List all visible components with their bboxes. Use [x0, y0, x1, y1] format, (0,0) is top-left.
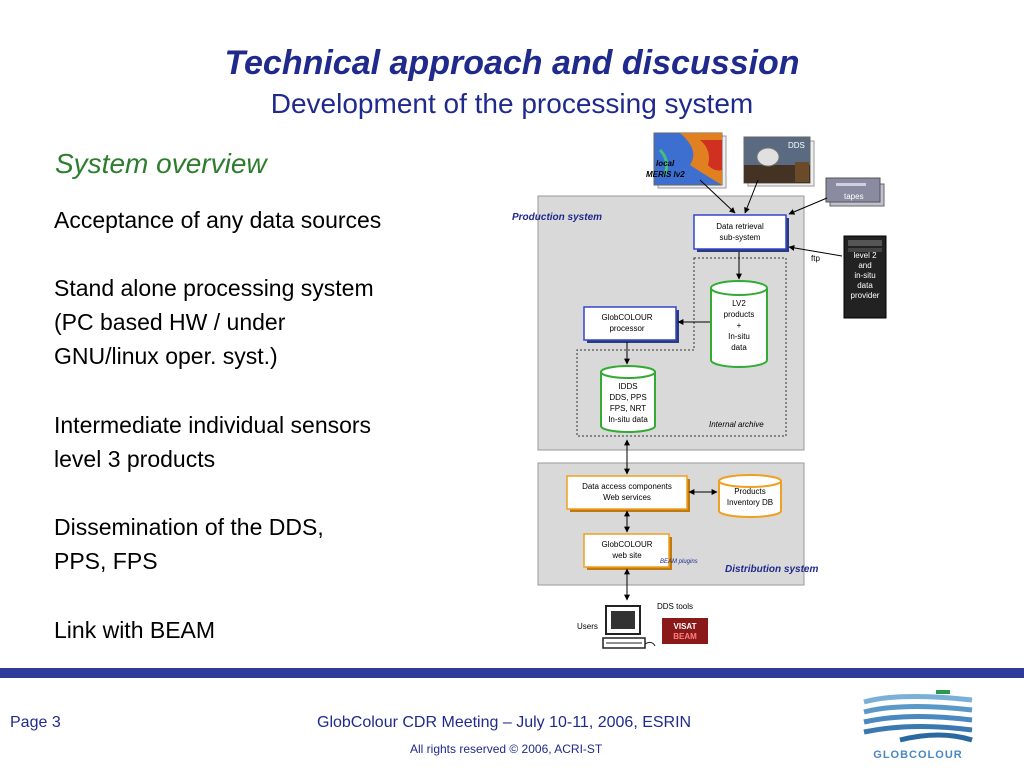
beam-plugins-label: BEAM plugins	[660, 559, 698, 565]
svg-text:local: local	[656, 159, 675, 168]
svg-text:Products: Products	[734, 487, 766, 496]
svg-text:DDS: DDS	[788, 141, 805, 150]
svg-text:GlobCOLOUR: GlobCOLOUR	[601, 313, 652, 322]
products-inventory-cylinder: Products Inventory DB	[718, 474, 782, 518]
svg-text:BEAM: BEAM	[673, 632, 697, 641]
bullet-item: Link with BEAM	[54, 613, 215, 647]
svg-text:Web services: Web services	[603, 493, 651, 502]
users-computer-icon	[602, 605, 656, 649]
diagram-arrows	[624, 179, 843, 601]
bullet-item: Intermediate individual sensors level 3 …	[54, 408, 371, 476]
bullet-line: Dissemination of the DDS,	[54, 514, 324, 540]
svg-text:processor: processor	[609, 324, 644, 333]
svg-text:sub-system: sub-system	[720, 233, 761, 242]
svg-text:In-situ data: In-situ data	[608, 415, 648, 424]
lv2-products-cylinder: LV2 products + In-situ data	[710, 280, 768, 368]
svg-text:Data retrieval: Data retrieval	[716, 222, 764, 231]
svg-text:Data access components: Data access components	[582, 482, 672, 491]
section-heading: System overview	[55, 148, 267, 179]
bullet-line: Intermediate individual sensors	[54, 412, 372, 438]
footer-bar	[0, 668, 1024, 678]
svg-text:IDDS: IDDS	[618, 382, 637, 391]
svg-text:MERIS lv2: MERIS lv2	[646, 170, 685, 179]
svg-text:DDS, PPS: DDS, PPS	[609, 393, 646, 402]
bullet-line: PPS, FPS	[54, 548, 158, 574]
bullet-line: GNU/linux oper. syst.)	[54, 343, 278, 369]
distribution-system-label: Distribution system	[725, 564, 818, 575]
svg-text:LV2: LV2	[732, 299, 746, 308]
svg-text:data: data	[857, 281, 873, 290]
idds-cylinder: IDDS DDS, PPS FPS, NRT In-situ data	[600, 365, 656, 433]
bullet-line: Acceptance of any data sources	[54, 207, 382, 233]
tapes-image: tapes	[825, 177, 885, 207]
svg-text:tapes: tapes	[844, 192, 864, 201]
internal-archive-region	[576, 257, 787, 437]
users-label: Users	[577, 622, 598, 631]
data-access-box: Data access components Web services	[566, 475, 690, 512]
dds-satellite-image: DDS	[743, 136, 815, 187]
visat-beam-logo: VISAT BEAM	[662, 618, 708, 644]
globcolour-processor-box: GlobCOLOUR processor	[583, 306, 679, 343]
svg-text:FPS, NRT: FPS, NRT	[610, 404, 646, 413]
footer-page-number: Page 3	[10, 714, 61, 731]
slide-subtitle: Development of the processing system	[270, 88, 754, 119]
level2-provider-server: level 2 and in-situ data provider	[843, 235, 887, 319]
production-system-label: Production system	[512, 212, 602, 223]
svg-text:In-situ: In-situ	[728, 332, 750, 341]
bullet-line: Stand alone processing system	[54, 275, 374, 301]
svg-text:GLOBCOLOUR: GLOBCOLOUR	[873, 749, 962, 761]
svg-text:and: and	[858, 261, 871, 270]
bullet-line: level 3 products	[54, 446, 216, 472]
bullet-item: Acceptance of any data sources	[54, 203, 381, 237]
svg-text:GlobCOLOUR: GlobCOLOUR	[601, 540, 652, 549]
bullet-item: Stand alone processing system (PC based …	[54, 271, 374, 373]
svg-text:level 2: level 2	[853, 251, 877, 260]
svg-text:data: data	[731, 343, 747, 352]
globcolour-logo: GLOBCOLOUR	[863, 690, 973, 761]
web-site-box: GlobCOLOUR web site	[583, 533, 672, 570]
slide-title: Technical approach and discussion	[224, 44, 800, 82]
internal-archive-label: Internal archive	[709, 420, 764, 429]
svg-text:products: products	[724, 310, 755, 319]
bullet-line: Link with BEAM	[54, 617, 216, 643]
svg-text:in-situ: in-situ	[854, 271, 875, 280]
svg-text:provider: provider	[851, 291, 880, 300]
ftp-label: ftp	[811, 254, 820, 263]
footer-copyright: All rights reserved © 2006, ACRI-ST	[410, 742, 603, 756]
svg-text:+: +	[737, 321, 742, 330]
svg-text:web site: web site	[611, 551, 642, 560]
data-retrieval-box: Data retrieval sub-system	[693, 214, 789, 252]
svg-text:VISAT: VISAT	[674, 622, 697, 631]
dds-tools-label: DDS tools	[657, 602, 693, 611]
svg-text:Inventory DB: Inventory DB	[727, 498, 773, 507]
bullet-item: Dissemination of the DDS, PPS, FPS	[54, 510, 324, 578]
bullet-line: (PC based HW / under	[54, 309, 286, 335]
local-meris-image: local MERIS lv2	[646, 132, 727, 189]
footer-meeting-info: GlobColour CDR Meeting – July 10-11, 200…	[317, 714, 692, 731]
